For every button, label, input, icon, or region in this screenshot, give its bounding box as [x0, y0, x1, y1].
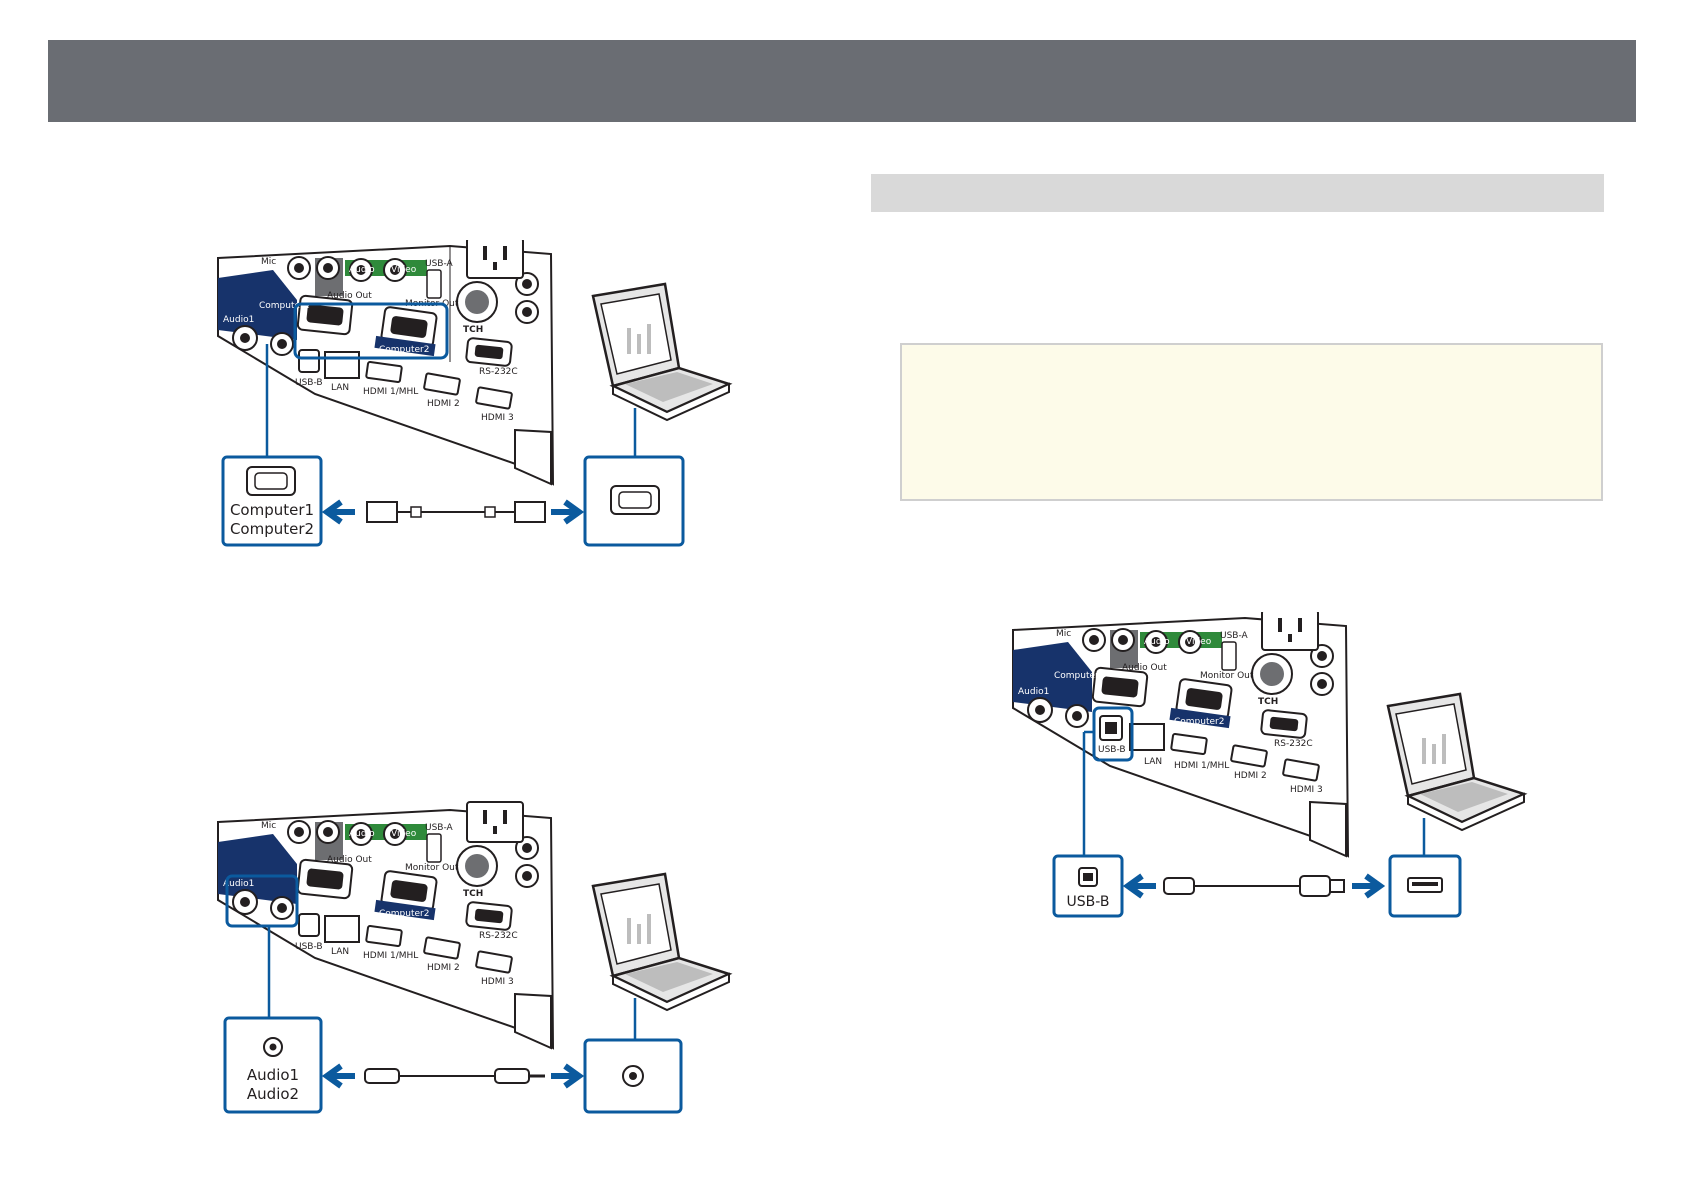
label-video: Video	[1186, 637, 1212, 647]
label-audio: Audio	[349, 829, 375, 839]
label-monitor-out: Monitor Out	[1200, 671, 1254, 681]
label-rs232c: RS-232C	[479, 367, 518, 377]
label-mic: Mic	[1056, 629, 1071, 639]
label-touch: TCH	[1258, 697, 1278, 707]
section-heading-bar	[871, 174, 1604, 212]
computer-port-label-2: Computer2	[230, 520, 314, 538]
label-touch: TCH	[463, 325, 483, 335]
label-usb-b: USB-B	[295, 942, 323, 952]
highlight-audio-ports	[225, 874, 299, 928]
highlight-usb-b-port	[1092, 706, 1134, 762]
label-usb-a: USB-A	[1220, 631, 1249, 641]
label-usb-a: USB-A	[425, 259, 454, 269]
arrow-right	[551, 1063, 585, 1089]
label-hdmi3: HDMI 3	[1290, 785, 1323, 795]
page-header-bar	[48, 40, 1636, 122]
label-usb-b: USB-B	[295, 378, 323, 388]
vga-cable	[366, 501, 546, 523]
arrow-right	[551, 499, 585, 525]
arrow-left	[1122, 873, 1156, 899]
panel-navy-section	[218, 270, 297, 340]
label-hdmi2: HDMI 2	[1234, 771, 1267, 781]
projector-rear-panel: Mic Audio Video USB-A Audio1 Computer1 C…	[1012, 612, 1350, 858]
label-lan: LAN	[1144, 757, 1162, 767]
label-computer2: Computer2	[379, 909, 429, 919]
usb-cable	[1163, 875, 1345, 897]
audio-port-label-2: Audio2	[247, 1085, 299, 1103]
label-audio: Audio	[1144, 637, 1170, 647]
label-rs232c: RS-232C	[1274, 739, 1313, 749]
label-computer2: Computer2	[379, 345, 429, 355]
note-box	[900, 343, 1603, 501]
audio-port-box	[223, 1016, 323, 1114]
label-audio-out: Audio Out	[327, 855, 372, 865]
highlight-computer-ports	[293, 302, 449, 360]
label-audio1: Audio1	[223, 315, 254, 325]
label-audio-out: Audio Out	[327, 291, 372, 301]
laptop-icon	[1386, 692, 1528, 832]
label-video: Video	[391, 829, 417, 839]
label-lan: LAN	[331, 383, 349, 393]
label-audio: Audio	[349, 265, 375, 275]
projector-rear-panel: Mic Audio Video USB-A Audio1 Audio2 Comp…	[217, 801, 555, 1050]
audio-port-label-1: Audio1	[247, 1066, 299, 1084]
label-video: Video	[391, 265, 417, 275]
laptop-icon	[591, 282, 733, 422]
power-inlet	[466, 240, 524, 279]
label-usb-b: USB-B	[1098, 745, 1126, 755]
arrow-left	[321, 499, 355, 525]
label-audio-out: Audio Out	[1122, 663, 1167, 673]
label-usb-a: USB-A	[425, 823, 454, 833]
label-touch: TCH	[463, 889, 483, 899]
usb-b-port-label: USB-B	[1067, 894, 1110, 910]
label-hdmi1: HDMI 1/MHL	[363, 951, 418, 961]
arrow-right	[1352, 873, 1386, 899]
label-hdmi3: HDMI 3	[481, 413, 514, 423]
label-lan: LAN	[331, 947, 349, 957]
laptop-icon	[591, 872, 733, 1012]
label-computer2: Computer2	[1174, 717, 1224, 727]
label-hdmi3: HDMI 3	[481, 977, 514, 987]
label-monitor-out: Monitor Out	[405, 863, 459, 873]
label-hdmi2: HDMI 2	[427, 963, 460, 973]
label-audio1: Audio1	[223, 879, 254, 889]
figure-usb-connection: Mic Audio Video USB-A Audio1 Computer1 C…	[1010, 612, 1570, 932]
label-hdmi2: HDMI 2	[427, 399, 460, 409]
label-hdmi1: HDMI 1/MHL	[363, 387, 418, 397]
figure-audio-connection: Mic Audio Video USB-A Audio1 Audio2 Comp…	[215, 800, 760, 1120]
computer-port-label-1: Computer1	[230, 501, 314, 519]
label-computer1: Computer1	[1054, 671, 1104, 681]
audio-cable	[364, 1068, 545, 1084]
label-mic: Mic	[261, 257, 276, 267]
arrow-left	[321, 1063, 355, 1089]
label-computer1: Computer1	[259, 301, 309, 311]
figure-computer-connection: Mic Audio Video USB-A Audio1 Audio2 Comp…	[215, 240, 760, 550]
label-hdmi1: HDMI 1/MHL	[1174, 761, 1229, 771]
label-audio2: Audio2	[267, 357, 298, 367]
label-rs232c: RS-232C	[479, 931, 518, 941]
label-audio1: Audio1	[1018, 687, 1049, 697]
label-mic: Mic	[261, 821, 276, 831]
